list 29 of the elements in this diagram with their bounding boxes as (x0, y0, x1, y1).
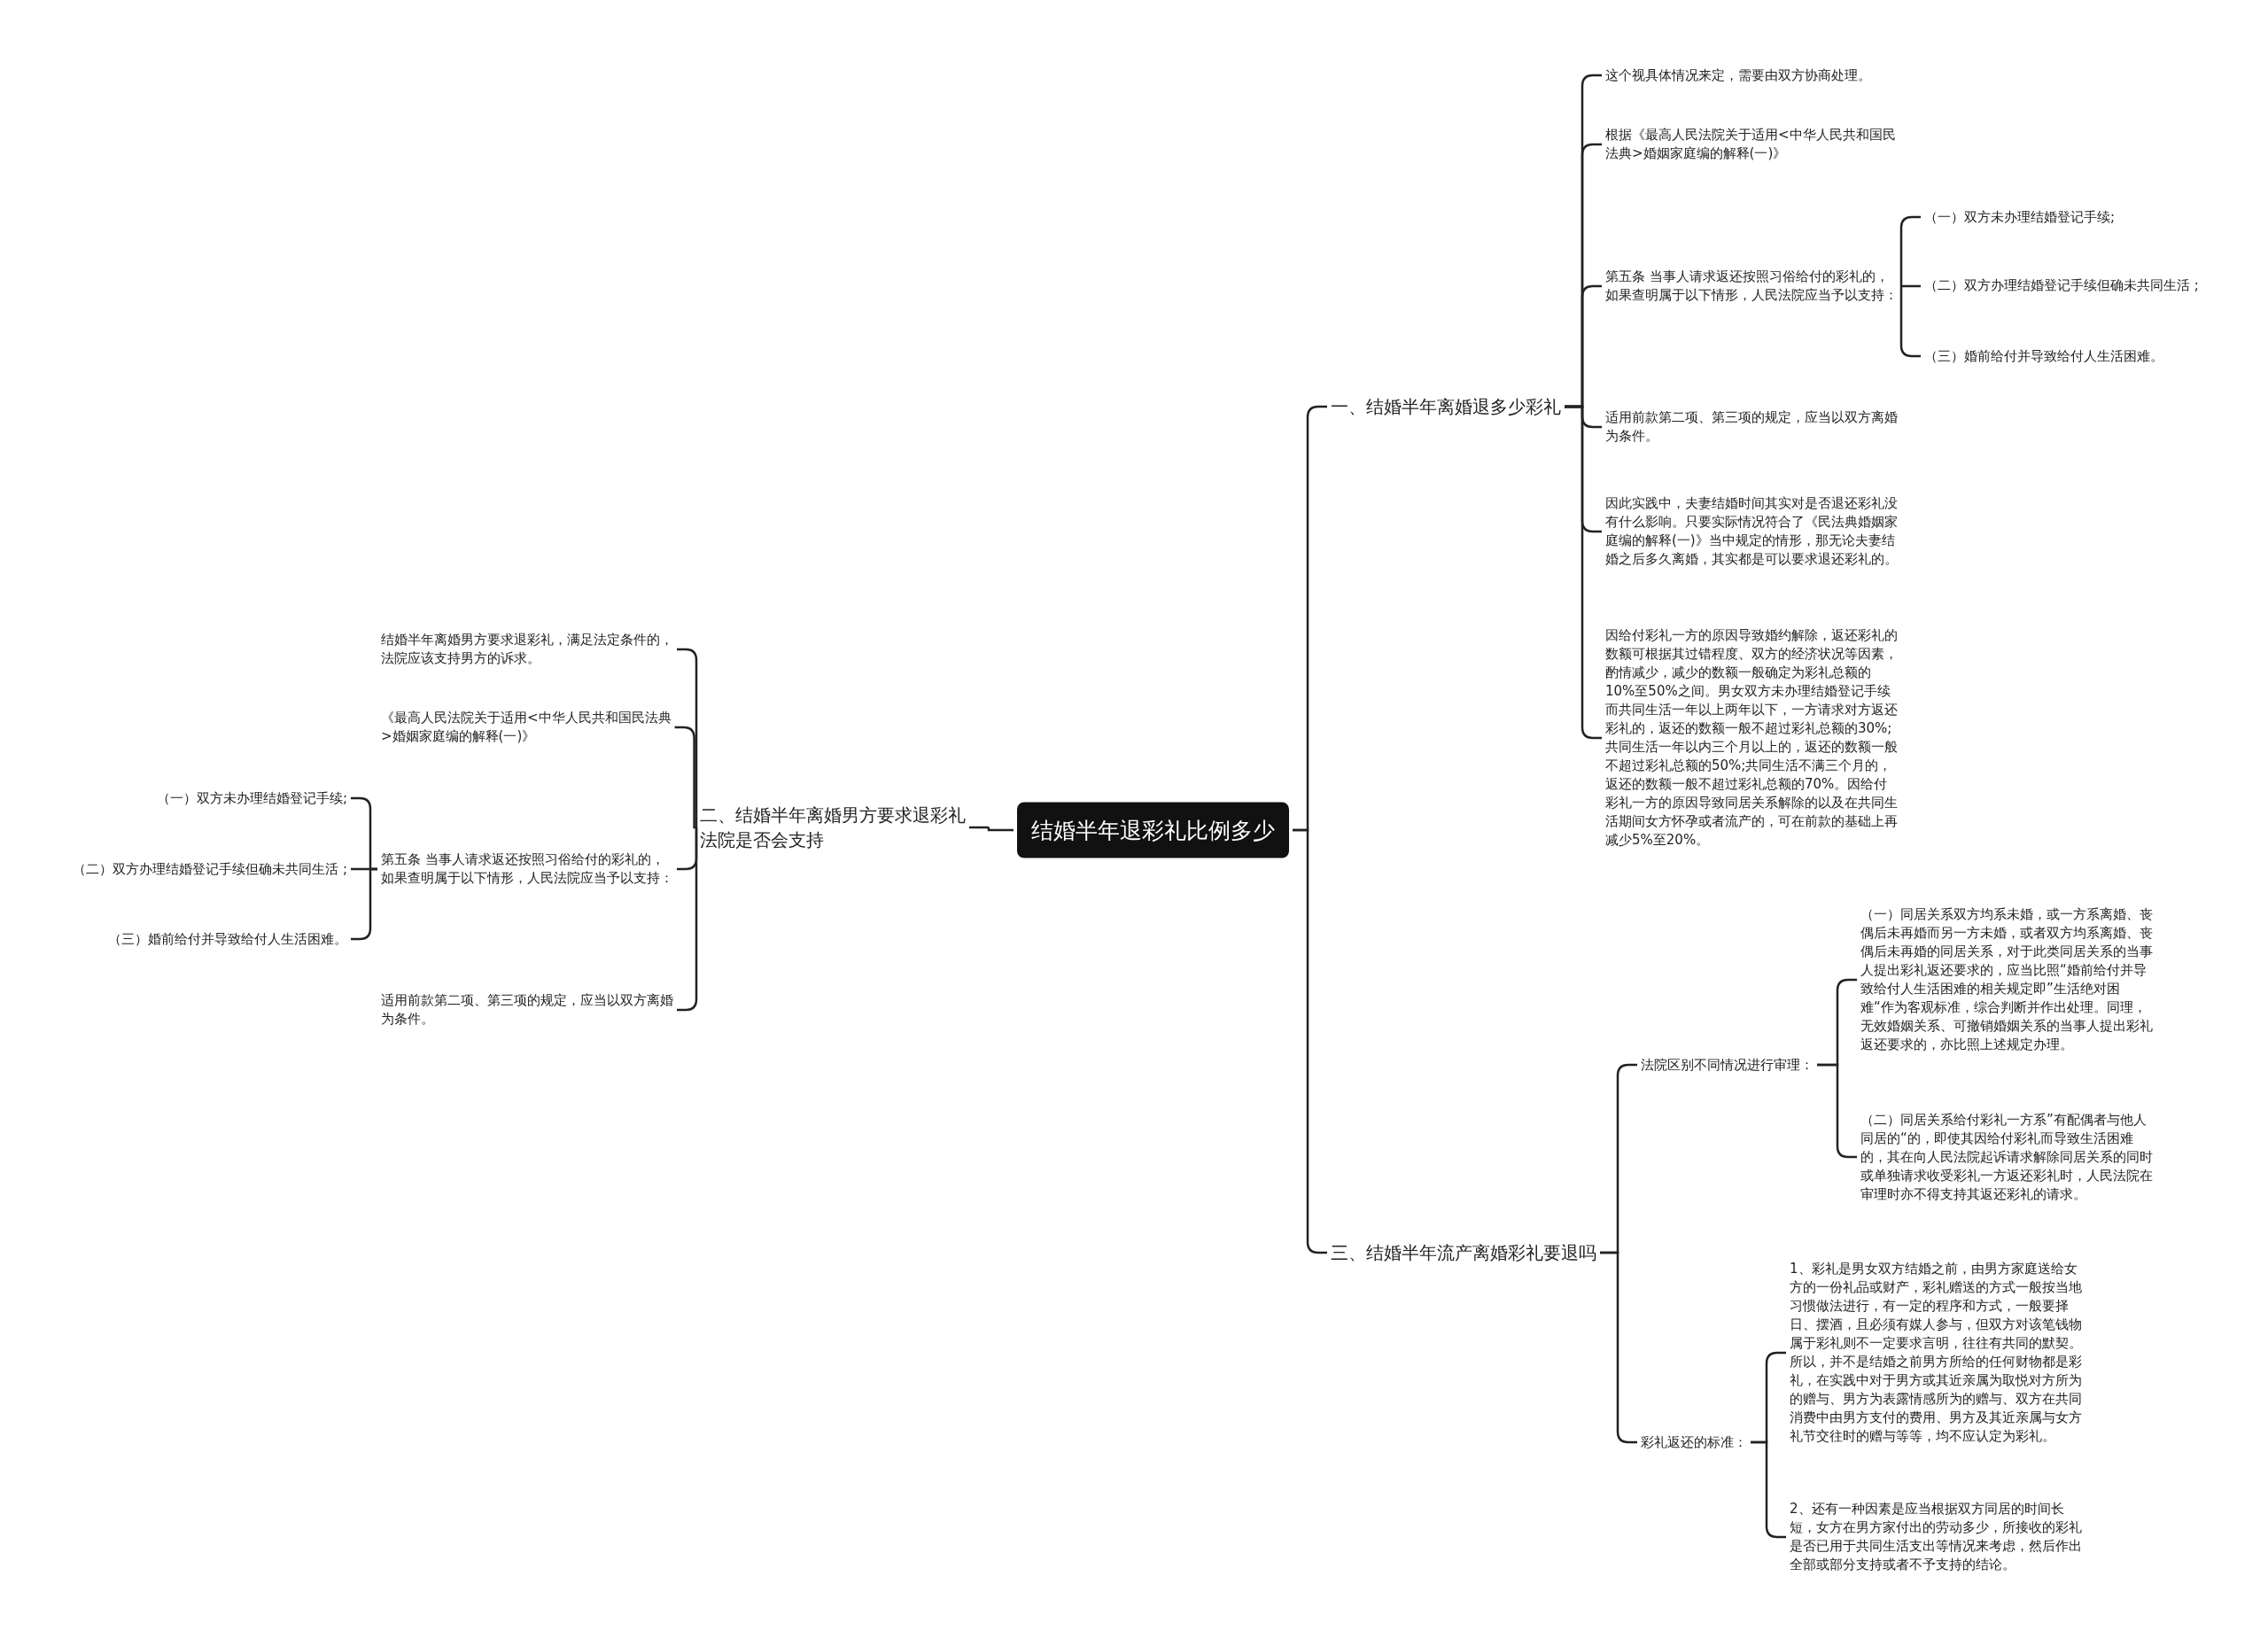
note-text: 《最高人民法院关于适用<中华人民共和国民法典>婚姻家庭编的解释(一)》 (381, 709, 673, 746)
note-text: （二）同居关系给付彩礼一方系”有配偶者与他人同居的“的，即使其因给付彩礼而导致生活困难的，其在向人民法院起诉请求解除同居关系的同时或单独请求收受彩礼一方返还彩礼时，人民法院在审理时亦不得支持其返还彩礼的请求。 (1860, 1110, 2153, 1204)
note-text: 根据《最高人民法院关于适用<中华人民共和国民法典>婚姻家庭编的解释(一)》 (1605, 126, 1898, 163)
topic-box: 结婚半年退彩礼比例多少 (1017, 802, 1289, 858)
note-text: 结婚半年离婚男方要求退彩礼，满足法定条件的，法院应该支持男方的诉求。 (381, 631, 673, 668)
note-text: （三）婚前给付并导致给付人生活困难。 (55, 929, 347, 949)
note-text: 第五条 当事人请求返还按照习俗给付的彩礼的，如果查明属于以下情形，人民法院应当予以支持： (381, 850, 673, 888)
note-text: 第五条 当事人请求返还按照习俗给付的彩礼的，如果查明属于以下情形，人民法院应当予以支持： (1605, 268, 1898, 305)
note-text: （一）双方未办理结婚登记手续; (1924, 207, 2217, 227)
note-text: 2、还有一种因素是应当根据双方同居的时间长短，女方在男方家付出的劳动多少，所接收的彩礼是否已用于共同生活支出等情况来考虑，然后作出全部或部分支持或者不予支持的结论。 (1790, 1500, 2082, 1574)
connector-line (674, 726, 697, 829)
note-text: （二）双方办理结婚登记手续但确未共同生活 ; (1924, 276, 2217, 295)
note-text: （一）同居关系双方均系未婚，或一方系离婚、丧偶后未再婚而另一方未婚，或者双方均系离婚、丧偶后未再婚的同居关系，对于此类同居关系的当事人提出彩礼返还要求的，应当比照“婚前给付并导致给付人生活困难的相关规定即”生活绝对困难“作为客观标准，综合判断并作出处理。同理，无效婚姻关系、可撤销婚姻关系的当事人提出彩礼返还要求的，亦比照上述规定办理。 (1860, 905, 2153, 1054)
branch-label: 三、结婚半年流产离婚彩礼要退吗 (1331, 1240, 1623, 1265)
note-text: 因给付彩礼一方的原因导致婚约解除，返还彩礼的数额可根据其过错程度、双方的经济状况等因素，酌情减少，减少的数额一般确定为彩礼总额的10%至50%之间。男女双方未办理结婚登记手续而共同生活一年以上两年以下，一方请求对方返还彩礼的，返还的数额一般不超过彩礼总额的30%;共同生活一年以内三个月以上的，返还的数额一般不超过彩礼总额的50%;共同生活不满三个月的，返还的数额一般不超过彩礼总额的70%。因给付彩礼一方的原因导致同居关系解除的以及在共同生活期间女方怀孕或者流产的，可在前款的基础上再减少5%至20%。 (1605, 626, 1898, 850)
note-text: 适用前款第二项、第三项的规定，应当以双方离婚为条件。 (381, 991, 673, 1029)
branch-label: 一、结婚半年离婚退多少彩礼 (1331, 394, 1570, 419)
note-text: （二）双方办理结婚登记手续但确未共同生活 ; (55, 859, 347, 879)
connector-line (1901, 284, 1921, 288)
note-text: 彩礼返还的标准： (1641, 1432, 1783, 1452)
note-text: （一）双方未办理结婚登记手续; (55, 788, 347, 808)
connector-line (969, 826, 1014, 832)
note-text: 1、彩礼是男女双方结婚之前，由男方家庭送给女方的一份礼品或财产，彩礼赠送的方式一般按当地习惯做法进行，有一定的程序和方式，一般要择日、摆酒，且必须有媒人参与，但双方对该笔钱物属于彩礼则不一定要求言明，往往有共同的默契。所以，并不是结婚之前男方所给的任何财物都是彩礼，在实践中对于男方或其近亲属为取悦对方所为的赠与、男方为表露情感所为的赠与、双方在共同消费中由男方支付的费用、男方及其近亲属与女方礼节交往时的赠与等等，均不应认定为彩礼。 (1790, 1260, 2082, 1446)
note-text: 因此实践中，夫妻结婚时间其实对是否退还彩礼没有什么影响。只要实际情况符合了《民法典婚姻家庭编的解释(一)》当中规定的情形，那无论夫妻结婚之后多久离婚，其实都是可以要求退还彩礼的。 (1605, 494, 1898, 569)
branch-label: 二、结婚半年离婚男方要求退彩礼法院是否会支持 (700, 803, 975, 852)
note-text: （三）婚前给付并导致给付人生活困难。 (1924, 346, 2217, 366)
note-text: 法院区别不同情况进行审理： (1641, 1055, 1853, 1075)
note-text: 适用前款第二项、第三项的规定，应当以双方离婚为条件。 (1605, 408, 1898, 446)
note-text: 这个视具体情况来定，需要由双方协商处理。 (1605, 66, 1898, 85)
